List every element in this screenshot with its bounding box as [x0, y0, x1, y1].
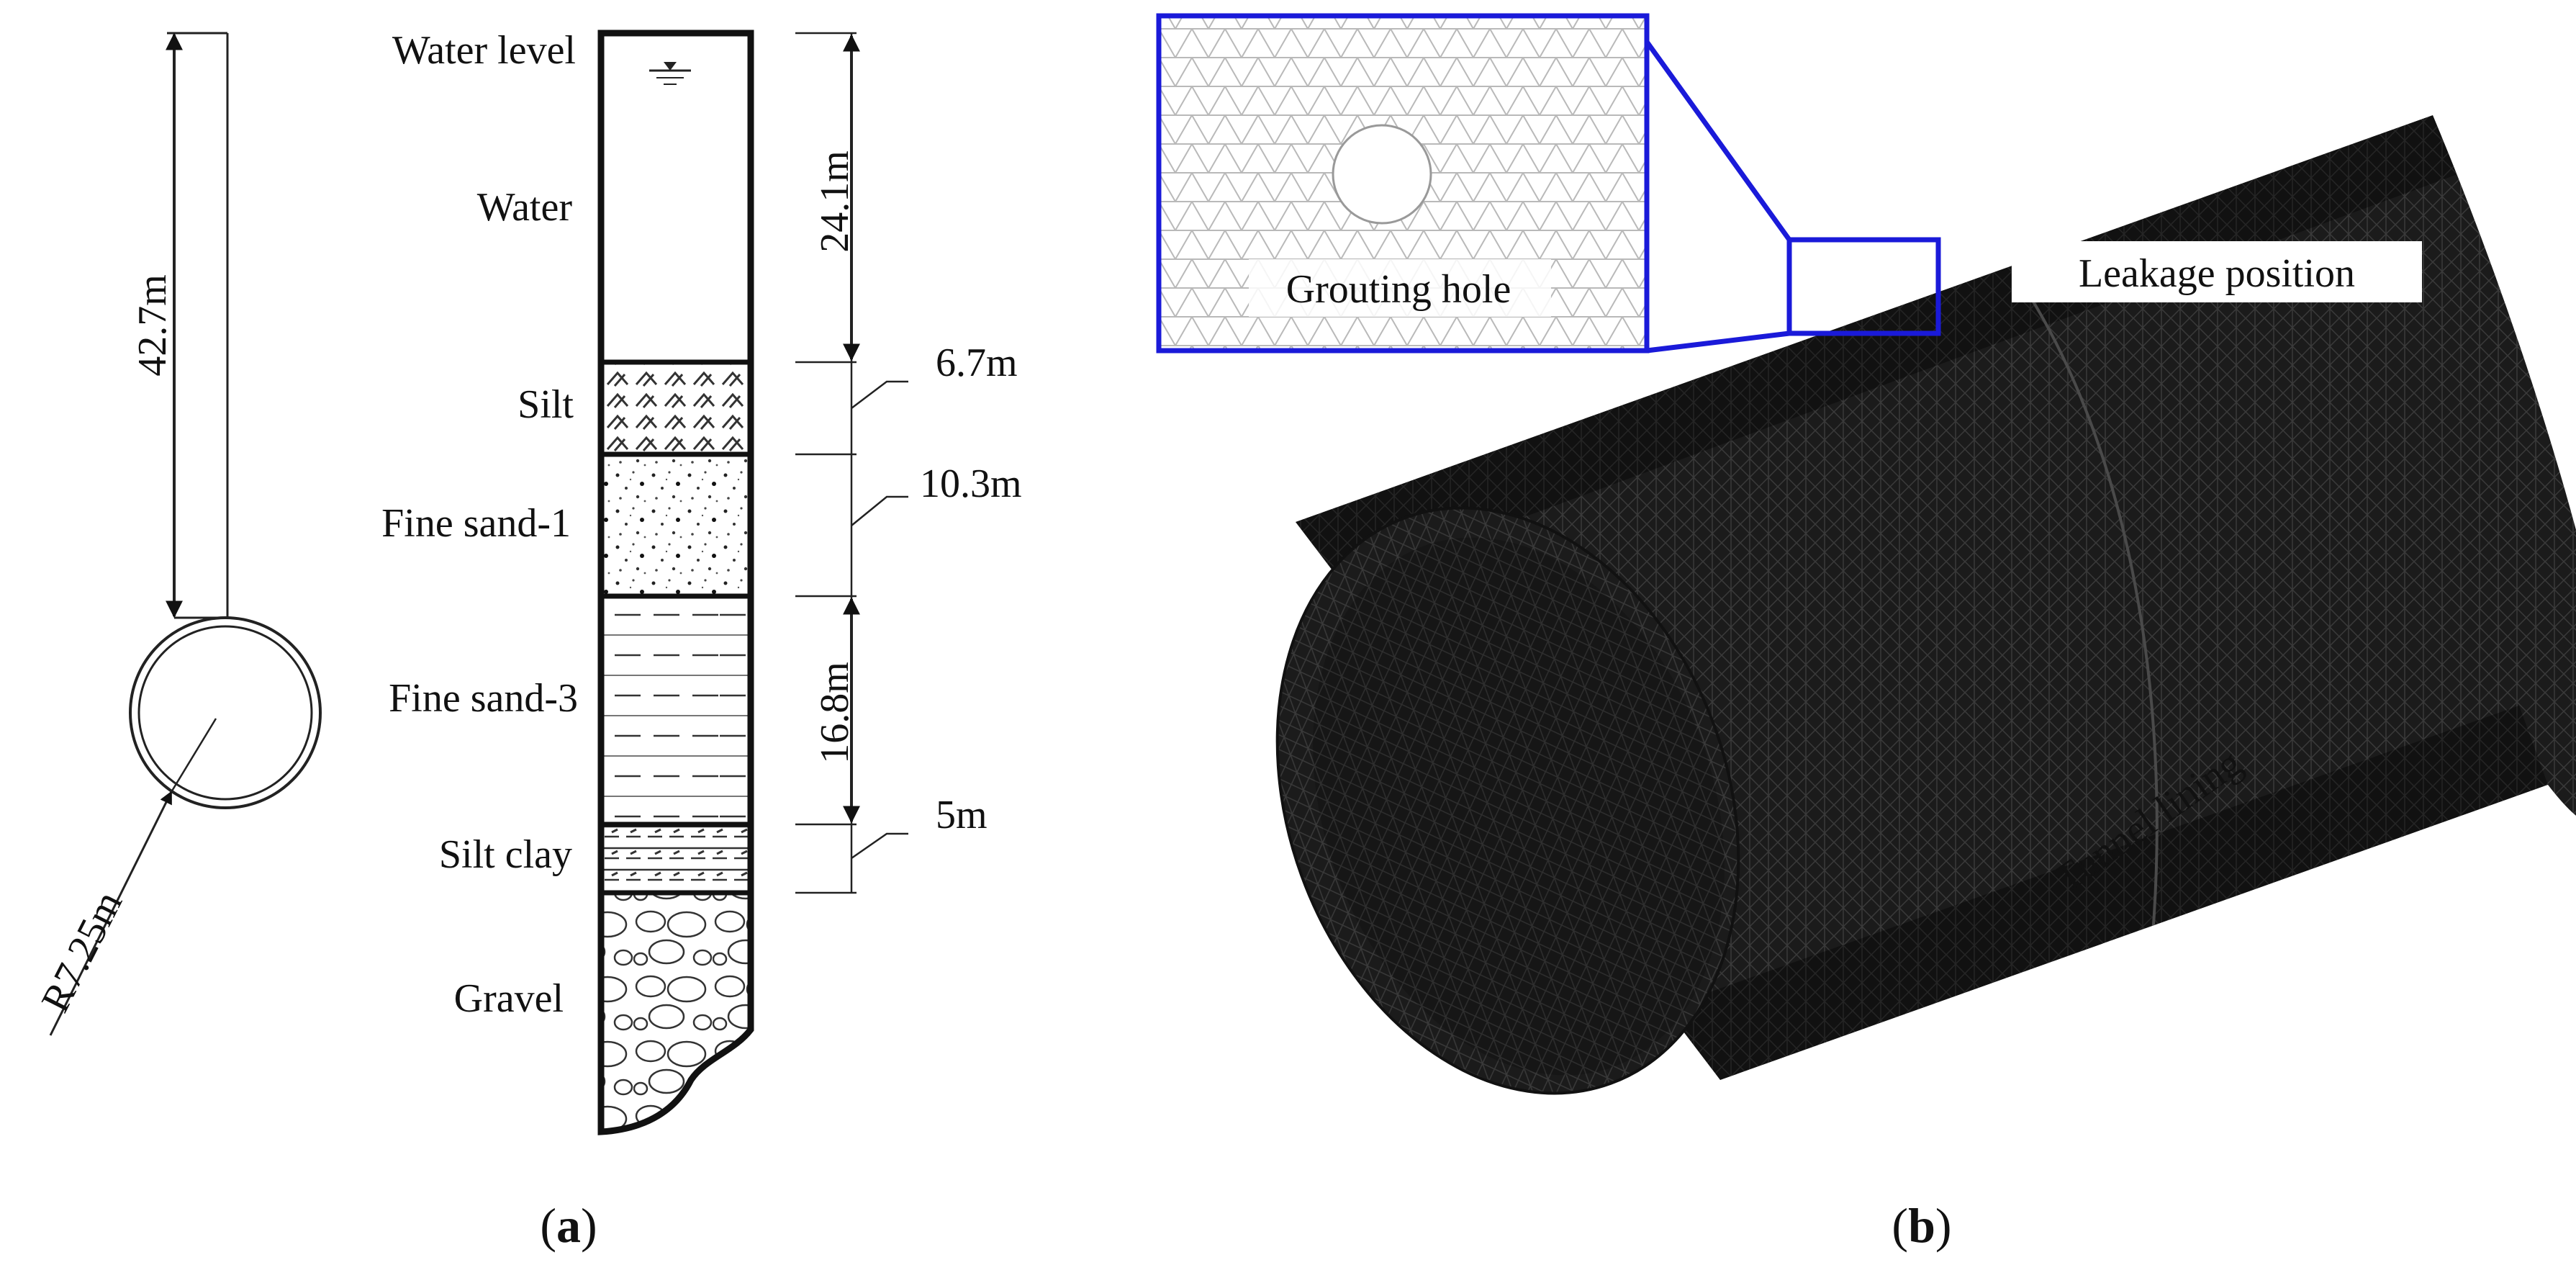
- tunnel-outer-circle: [129, 616, 322, 809]
- layer-fine-sand-1: [601, 454, 751, 596]
- inset-frame: [1156, 13, 1650, 354]
- grouting-hole-label: Grouting hole: [1286, 267, 1511, 312]
- zoom-connector-bottom: [1646, 330, 1790, 354]
- layer-label-silt: Silt: [518, 382, 574, 427]
- caption-a: (a): [540, 1198, 597, 1253]
- layer-silt: [601, 362, 751, 454]
- layer-label-fine-sand-3: Fine sand-3: [389, 676, 578, 721]
- tunnel-inner-circle: [137, 625, 313, 801]
- radius-center-line: [170, 718, 217, 793]
- fine-sand-3-label: 16.8m: [813, 662, 857, 764]
- tunnel-depth-dimension: [166, 32, 229, 619]
- fine-sand-1-leader: [851, 495, 908, 526]
- silt-clay-thickness-label: 5m: [936, 793, 988, 837]
- layer-water: [601, 33, 751, 362]
- silt-clay-leader: [851, 832, 908, 860]
- panel-a-soil-column: 42.7m R7.25m Water level Water Silt Fine…: [33, 28, 1022, 1253]
- water-level-symbol: [649, 62, 691, 85]
- segment-joint-line: [2014, 272, 2159, 944]
- radius-leader-line: [49, 791, 173, 1036]
- water-depth-label: 24.1m: [813, 150, 857, 253]
- leakage-label-box: [2012, 241, 2422, 302]
- layer-label-gravel: Gravel: [454, 976, 564, 1021]
- layer-silt-clay: [601, 824, 751, 893]
- tunnel-front-opening: [1275, 506, 1740, 1095]
- grouting-hole-label-bg: [1249, 259, 1551, 317]
- layer-label-water: Water: [477, 185, 573, 230]
- leakage-position-label: Leakage position: [2079, 251, 2355, 296]
- layer-gravel: [601, 893, 751, 1132]
- leakage-zone-box: [1786, 237, 1941, 336]
- layer-label-water-level: Water level: [392, 28, 576, 73]
- soil-column-outline: [597, 30, 754, 1135]
- zoom-connector-top: [1645, 40, 1791, 242]
- fine-sand-1-thickness-label: 10.3m: [920, 462, 1022, 506]
- radius-label: R7.25m: [33, 884, 131, 1019]
- caption-b: (b): [1892, 1198, 1951, 1253]
- panel-b-tunnel-mesh: Grouting hole Leakage position Tunnel li…: [1156, 13, 2576, 1253]
- layer-fine-sand-3: [601, 596, 751, 824]
- layer-label-silt-clay: Silt clay: [439, 832, 572, 877]
- tunnel-inner-shade: [1313, 537, 1725, 1076]
- layer-label-fine-sand-1: Fine sand-1: [381, 501, 571, 546]
- silt-leader: [851, 380, 908, 409]
- silt-thickness-label: 6.7m: [936, 341, 1018, 385]
- tunnel-depth-label: 42.7m: [130, 274, 175, 377]
- grouting-hole-circle: [1332, 124, 1432, 225]
